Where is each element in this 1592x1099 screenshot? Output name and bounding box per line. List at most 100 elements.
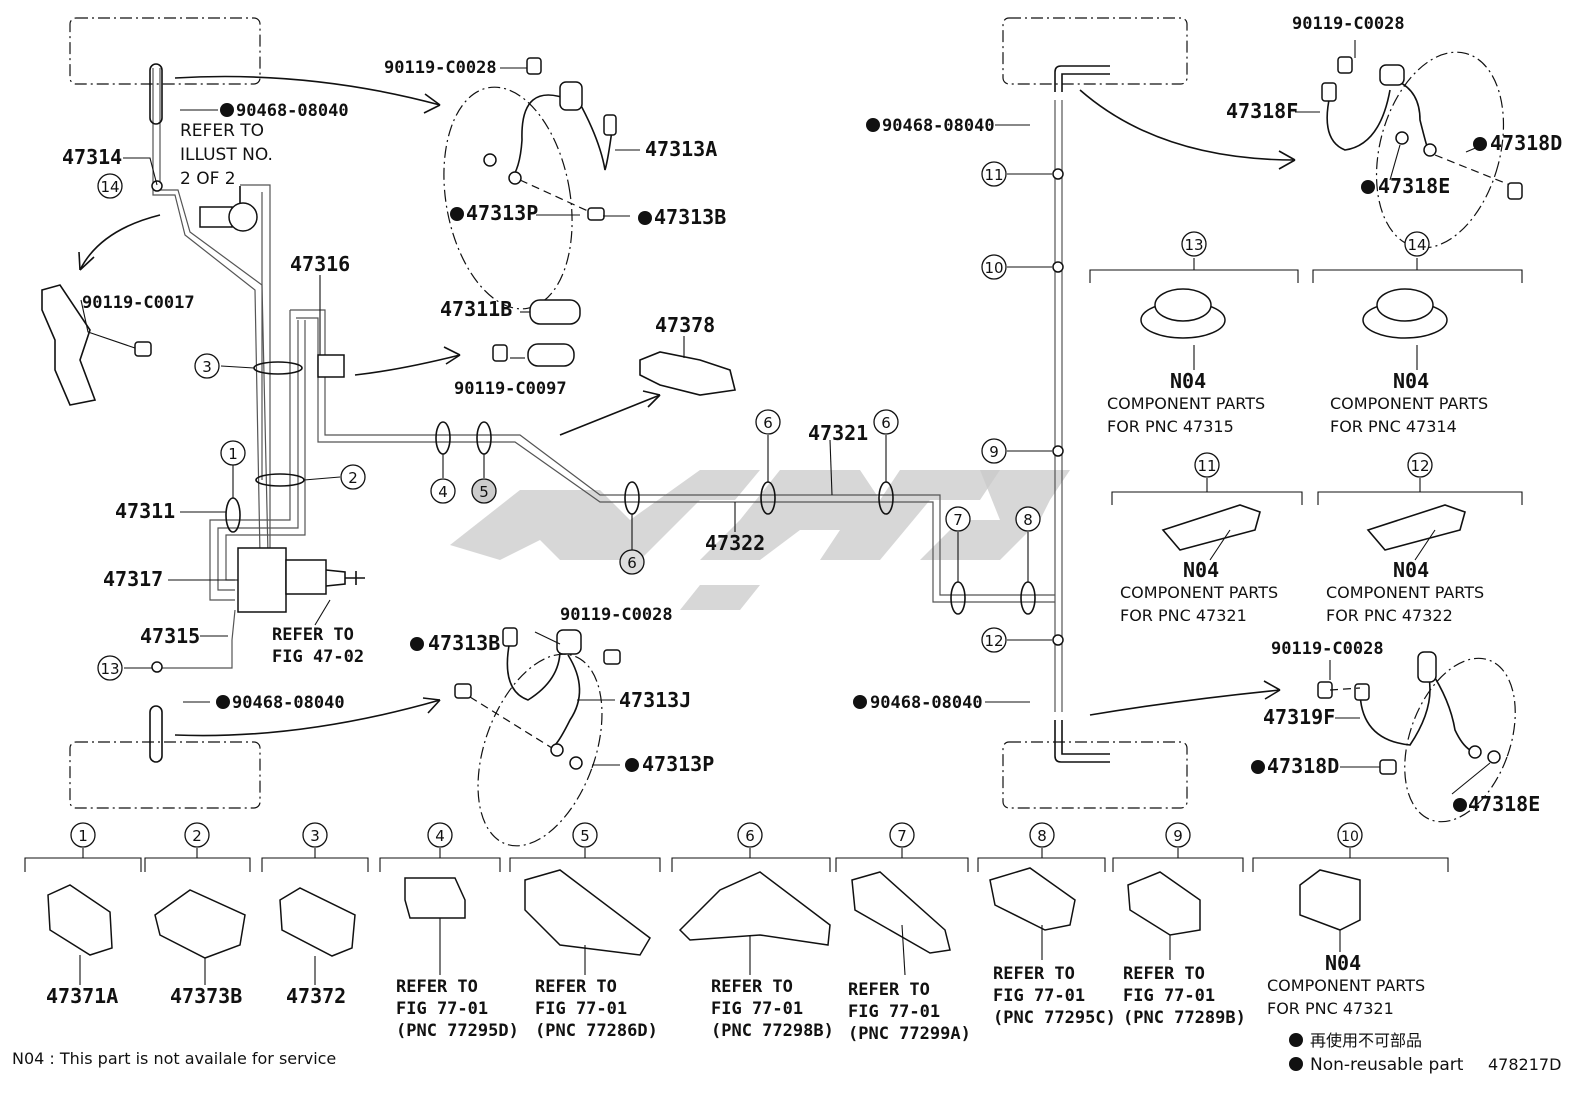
svg-text:5: 5 [479,483,489,501]
bottom-item-5: 5 REFER TO FIG 77-01 (PNC 77286D) [535,822,658,1041]
svg-text:(PNC 77295C): (PNC 77295C) [993,1008,1116,1028]
svg-text:FIG 77-01: FIG 77-01 [711,999,803,1019]
svg-text:(PNC 77299A): (PNC 77299A) [848,1024,971,1044]
part-label-47313j: 47313J [619,688,691,712]
part-label-47319f: 47319F [1263,705,1335,729]
figure-id: 478217D [1488,1055,1561,1074]
svg-text:10: 10 [984,259,1003,277]
svg-text:4: 4 [438,483,448,501]
svg-text:7: 7 [897,827,907,845]
part-label-47313a: 47313A [645,137,717,161]
svg-text:2: 2 [348,469,358,487]
part-label-47313p-lower: 47313P [642,752,714,776]
callout: 2 [340,464,366,490]
svg-text:3: 3 [310,827,320,845]
svg-text:7: 7 [953,511,963,529]
part-label-47311: 47311 [115,499,175,523]
svg-text:47372: 47372 [286,984,346,1008]
part-label-90119-c0017: 90119-C0017 [82,293,195,313]
svg-text:(PNC 77295D): (PNC 77295D) [396,1021,519,1041]
svg-text:N04: N04 [1325,951,1361,975]
svg-text:REFER TO: REFER TO [711,977,793,997]
callout: 11 [981,161,1007,187]
svg-text:COMPONENT PARTS: COMPONENT PARTS [1330,394,1488,413]
svg-text:FIG 77-01: FIG 77-01 [396,999,488,1019]
svg-text:FIG 77-01: FIG 77-01 [535,999,627,1019]
svg-text:6: 6 [627,554,637,572]
callout: 8 [1015,506,1041,532]
svg-text:FOR PNC 47322: FOR PNC 47322 [1326,606,1453,625]
svg-text:FIG 77-01: FIG 77-01 [993,986,1085,1006]
svg-text:N04: N04 [1170,369,1206,393]
part-label-90119-c0028-mid: 90119-C0028 [560,605,673,625]
bottom-item-1: 1 47371A [46,822,118,1008]
part-label-47313p: 47313P [466,201,538,225]
part-label-90468-08040-bl: 90468-08040 [232,693,345,713]
svg-text:9: 9 [1173,827,1183,845]
svg-text:14: 14 [100,178,119,196]
bottom-item-2: 2 47373B [170,822,242,1008]
callout: 3 [194,353,220,379]
refer-illust-line1: REFER TO [180,121,264,141]
brake-hoses [443,51,1523,847]
svg-text:10: 10 [1341,829,1359,845]
svg-text:COMPONENT PARTS: COMPONENT PARTS [1107,394,1265,413]
callout: 9 [981,438,1007,464]
svg-text:9: 9 [989,443,999,461]
legend-english: Non-reusable part [1310,1055,1464,1075]
svg-text:REFER TO: REFER TO [1123,964,1205,984]
svg-text:6: 6 [881,414,891,432]
svg-text:N04: N04 [1393,369,1429,393]
part-label-47313b: 47313B [654,205,726,229]
part-label-47321: 47321 [808,421,868,445]
svg-text:12: 12 [1410,457,1429,475]
component-part-12: 12 N04 COMPONENT PARTS FOR PNC 47322 [1326,452,1484,625]
svg-text:8: 8 [1037,827,1047,845]
part-label-47318f: 47318F [1226,99,1298,123]
part-label-47315: 47315 [140,624,200,648]
component-part-14: 14 N04 COMPONENT PARTS FOR PNC 47314 [1330,231,1488,436]
bottom-item-4: 4 REFER TO FIG 77-01 (PNC 77295D) [396,822,519,1041]
footer-note: N04 : This part is not availale for serv… [12,1049,336,1068]
svg-text:FOR PNC 47321: FOR PNC 47321 [1120,606,1247,625]
part-label-47318e-lower: 47318E [1468,792,1540,816]
svg-text:6: 6 [763,414,773,432]
part-label-90468-08040-tr: 90468-08040 [882,116,995,136]
refer-fig-4702-line1: REFER TO [272,625,354,645]
legend-japanese: 再使用不可部品 [1310,1031,1422,1050]
svg-text:2: 2 [192,827,202,845]
svg-text:FOR PNC 47321: FOR PNC 47321 [1267,999,1394,1018]
part-label-47318e: 47318E [1378,174,1450,198]
part-label-90468-08040: 90468-08040 [236,101,349,121]
svg-text:FIG 77-01: FIG 77-01 [1123,986,1215,1006]
part-label-47314: 47314 [62,145,122,169]
small-parts [41,284,1466,551]
svg-text:(PNC 77286D): (PNC 77286D) [535,1021,658,1041]
callout: 1 [220,440,246,466]
svg-text:FIG 77-01: FIG 77-01 [848,1002,940,1022]
svg-text:12: 12 [984,632,1003,650]
svg-text:1: 1 [78,827,88,845]
svg-text:(PNC 77289B): (PNC 77289B) [1123,1008,1246,1028]
svg-text:COMPONENT PARTS: COMPONENT PARTS [1326,583,1484,602]
svg-text:47371A: 47371A [46,984,118,1008]
callout: 7 [945,506,971,532]
bottom-item-7: 7 REFER TO FIG 77-01 (PNC 77299A) [848,822,971,1044]
svg-text:14: 14 [1407,236,1426,254]
part-label-90468-08040-br: 90468-08040 [870,693,983,713]
svg-text:REFER TO: REFER TO [535,977,617,997]
svg-text:13: 13 [100,660,119,678]
svg-text:11: 11 [984,166,1003,184]
callout: 14 [97,173,123,199]
pipe-clamps [225,354,1036,615]
part-label-90119-c0028: 90119-C0028 [384,58,497,78]
component-brackets [24,258,1523,872]
svg-text:5: 5 [580,827,590,845]
part-label-47313b-lower: 47313B [428,631,500,655]
footer: N04 : This part is not availale for serv… [12,1031,1561,1075]
bottom-item-9: 9 REFER TO FIG 77-01 (PNC 77289B) [1123,822,1246,1028]
svg-text:3: 3 [202,358,212,376]
svg-text:N04: N04 [1183,558,1219,582]
refer-fig-4702-line2: FIG 47-02 [272,647,364,667]
